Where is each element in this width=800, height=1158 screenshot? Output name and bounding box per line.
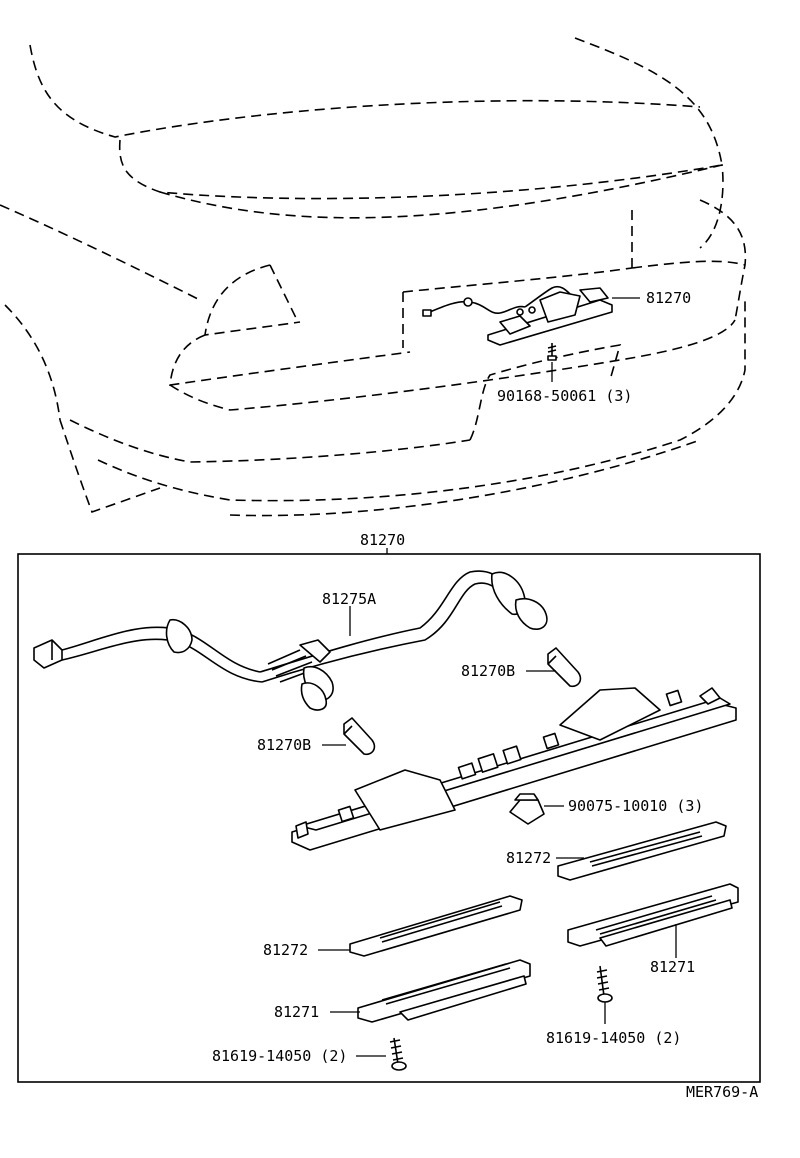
- label-81619-14050-left: 81619-14050 (2): [212, 1047, 347, 1065]
- label-90168-50061: 90168-50061 (3): [497, 387, 632, 405]
- label-81270-top: 81270: [646, 289, 691, 307]
- label-81270B-right: 81270B: [461, 662, 515, 680]
- label-81275A: 81275A: [322, 590, 376, 608]
- label-81271-left: 81271: [274, 1003, 319, 1021]
- vehicle-rear-outline: [0, 37, 747, 517]
- housing-left-part: [357, 959, 531, 1023]
- label-81271-right: 81271: [650, 958, 695, 976]
- lamp-base-housing: [291, 687, 737, 851]
- top-screw-icon: [547, 343, 557, 361]
- nut-icon: [509, 793, 545, 825]
- screw-left-icon: [389, 1037, 407, 1071]
- label-81619-14050-right: 81619-14050 (2): [546, 1029, 681, 1047]
- label-81272-right: 81272: [506, 849, 551, 867]
- drawing-code: MER769-A: [686, 1083, 758, 1101]
- wire-harness: [33, 570, 548, 711]
- lens-left-part: [349, 895, 523, 957]
- housing-right-part: [567, 883, 739, 947]
- label-81270B-left: 81270B: [257, 736, 311, 754]
- label-90075-10010: 90075-10010 (3): [568, 797, 703, 815]
- label-81272-left: 81272: [263, 941, 308, 959]
- lens-right-part: [557, 821, 727, 881]
- top-license-lamp-sketch: [422, 285, 613, 346]
- exploded-view-frame: [17, 553, 761, 1083]
- bulb-right-icon: [547, 647, 582, 688]
- screw-right-icon: [596, 965, 613, 1003]
- label-81270-box: 81270: [360, 531, 405, 549]
- bulb-left-icon: [343, 717, 376, 756]
